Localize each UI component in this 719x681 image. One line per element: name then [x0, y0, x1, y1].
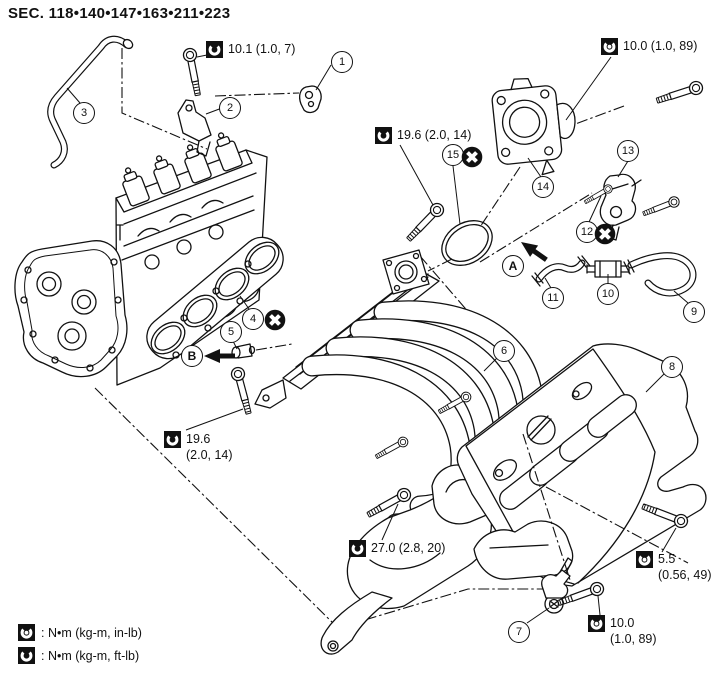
- callout-view-a: A: [502, 255, 524, 277]
- torque-legend: : N•m (kg-m, in-lb) : N•m (kg-m, ft-lb): [18, 624, 142, 664]
- cylinder-head-drawing: [14, 132, 268, 386]
- in-lb-torque-icon: [601, 38, 618, 55]
- legend-row-inlb: : N•m (kg-m, in-lb): [18, 624, 142, 641]
- lower-bracket-drawing: [473, 520, 574, 580]
- callout-view-b: B: [181, 345, 203, 367]
- ft-lb-torque-icon: [18, 647, 35, 664]
- torque-value: 5.5: [658, 552, 676, 566]
- callout-8: 8: [661, 356, 683, 378]
- view-arrows: [204, 242, 548, 363]
- torque-value: 27.0 (2.8, 20): [371, 541, 446, 555]
- view-b-arrow: [204, 349, 235, 363]
- torque-value: (2.0, 14): [186, 448, 233, 462]
- torque-value: (1.0, 89): [610, 632, 657, 646]
- callout-3: 3: [73, 102, 95, 124]
- in-lb-torque-icon: [18, 624, 35, 641]
- torque-value: 19.6 (2.0, 14): [397, 128, 472, 142]
- ft-lb-torque-icon: [375, 127, 392, 144]
- ft-lb-torque-icon: [164, 431, 181, 448]
- in-lb-torque-icon: [636, 551, 653, 568]
- callout-4: 4: [242, 308, 264, 330]
- non-reusable-icon: [594, 223, 616, 245]
- purge-hose-long-drawing: [623, 252, 697, 297]
- torque-value: 19.6: [186, 432, 211, 446]
- throttle-bolt-drawing: [654, 79, 705, 108]
- flange-bolt-drawing: [229, 365, 256, 416]
- ft-lb-torque-icon: [349, 540, 366, 557]
- legend-row-ftlb: : N•m (kg-m, ft-lb): [18, 647, 142, 664]
- torque-label-4: 19.6 (2.0, 14): [164, 431, 233, 463]
- pcv-hose-drawing: [47, 35, 134, 169]
- callout-9: 9: [683, 301, 705, 323]
- manifold-bolt-drawing: [403, 200, 447, 245]
- o-ring-drawing: [441, 220, 493, 266]
- torque-label-1: 10.1 (1.0, 7): [206, 41, 295, 58]
- callout-7: 7: [508, 621, 530, 643]
- purge-hose-short-drawing: [531, 255, 591, 287]
- torque-value: (0.56, 49): [658, 568, 712, 582]
- timing-cover-face: [14, 224, 128, 378]
- torque-label-3: 19.6 (2.0, 14): [375, 127, 471, 144]
- intake-manifold-drawing: [254, 249, 544, 655]
- callout-13: 13: [617, 140, 639, 162]
- torque-value: 10.1 (1.0, 7): [228, 42, 296, 56]
- purge-valve-screw-drawing: [640, 194, 682, 220]
- non-reusable-icon: [264, 309, 286, 331]
- throttle-body-drawing: [491, 77, 576, 176]
- torque-label-2: 10.0 (1.0, 89): [601, 38, 697, 55]
- ft-lb-torque-icon: [206, 41, 223, 58]
- section-header: SEC. 118•140•147•163•211•223: [8, 5, 231, 22]
- cover-emblem: [526, 415, 556, 445]
- view-a-arrow: [521, 242, 548, 262]
- callout-5: 5: [220, 321, 242, 343]
- alignment-centerlines-front: [522, 433, 689, 584]
- mounting-grommet-drawing: [541, 557, 573, 614]
- torque-value: 10.0 (1.0, 89): [623, 39, 698, 53]
- torque-label-6: 5.5 (0.56, 49): [636, 551, 712, 583]
- harness-clamp-drawing: [299, 85, 322, 114]
- leader-lines: [66, 54, 689, 624]
- cover-slots: [499, 394, 637, 510]
- callout-14: 14: [532, 176, 554, 198]
- bracket-bolt-drawing: [181, 46, 205, 98]
- in-lb-torque-icon: [588, 615, 605, 632]
- torque-label-5: 27.0 (2.8, 20): [349, 540, 445, 557]
- non-reusable-icon: [461, 146, 483, 168]
- callout-11: 11: [542, 287, 564, 309]
- torque-value: 10.0: [610, 616, 635, 630]
- legend-text: : N•m (kg-m, in-lb): [41, 625, 142, 640]
- harness-bracket-drawing: [177, 99, 212, 157]
- ignition-coils: [122, 132, 243, 207]
- callout-1: 1: [331, 51, 353, 73]
- callout-2: 2: [219, 97, 241, 119]
- torque-label-7: 10.0 (1.0, 89): [588, 615, 657, 647]
- callout-6: 6: [493, 340, 515, 362]
- manifold-gasket-drawing: [146, 236, 284, 360]
- callout-10: 10: [597, 283, 619, 305]
- legend-text: : N•m (kg-m, ft-lb): [41, 648, 140, 663]
